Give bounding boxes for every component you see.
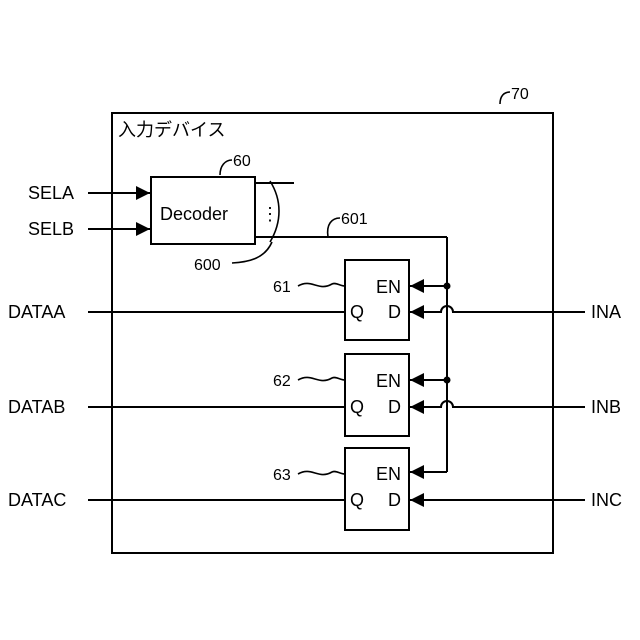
latch-62: EN Q D 62 DATAB INB bbox=[8, 354, 621, 436]
latch-q-label: Q bbox=[350, 490, 364, 510]
selb-label: SELB bbox=[28, 219, 74, 239]
latch-en-label: EN bbox=[376, 277, 401, 297]
latch-d-label: D bbox=[388, 397, 401, 417]
decoder-label: Decoder bbox=[160, 204, 228, 224]
latch-ref-number: 62 bbox=[273, 373, 291, 390]
latch-d-label: D bbox=[388, 490, 401, 510]
device-title: 入力デバイス bbox=[118, 120, 225, 141]
input-line bbox=[410, 401, 585, 407]
sela-label: SELA bbox=[28, 183, 74, 203]
latch-q-label: Q bbox=[350, 302, 364, 322]
latch-d-label: D bbox=[388, 302, 401, 322]
bus-ref-leader bbox=[232, 242, 272, 263]
latch-block bbox=[345, 260, 409, 340]
decoder-ellipsis: ⋮ bbox=[261, 204, 279, 224]
input-label: INA bbox=[591, 302, 621, 322]
latch-block bbox=[345, 354, 409, 436]
decoder-ref-leader bbox=[220, 160, 232, 175]
latch-ref-number: 63 bbox=[273, 467, 291, 484]
latch-en-label: EN bbox=[376, 371, 401, 391]
latch-63: EN Q D 63 DATAC INC bbox=[8, 448, 622, 530]
bus-ref-number: 600 bbox=[194, 257, 221, 274]
latch-ref-number: 61 bbox=[273, 279, 291, 296]
select-line-ref-number: 601 bbox=[341, 211, 368, 228]
latch-ref-leader bbox=[298, 377, 345, 380]
latch-ref-leader bbox=[298, 283, 345, 286]
latch-61: EN Q D 61 DATAA INA bbox=[8, 260, 621, 340]
input-label: INC bbox=[591, 490, 622, 510]
data-output-label: DATAB bbox=[8, 397, 65, 417]
junction-dot bbox=[444, 377, 451, 384]
latch-block bbox=[345, 448, 409, 530]
input-line bbox=[410, 306, 585, 312]
device-ref-leader bbox=[500, 92, 510, 104]
select-line-ref-leader bbox=[328, 218, 340, 237]
decoder-ref-number: 60 bbox=[233, 153, 251, 170]
data-output-label: DATAA bbox=[8, 302, 65, 322]
device-ref-number: 70 bbox=[511, 86, 529, 103]
latch-ref-leader bbox=[298, 471, 345, 474]
latch-q-label: Q bbox=[350, 397, 364, 417]
latch-en-label: EN bbox=[376, 464, 401, 484]
data-output-label: DATAC bbox=[8, 490, 66, 510]
junction-dot bbox=[444, 283, 451, 290]
input-label: INB bbox=[591, 397, 621, 417]
